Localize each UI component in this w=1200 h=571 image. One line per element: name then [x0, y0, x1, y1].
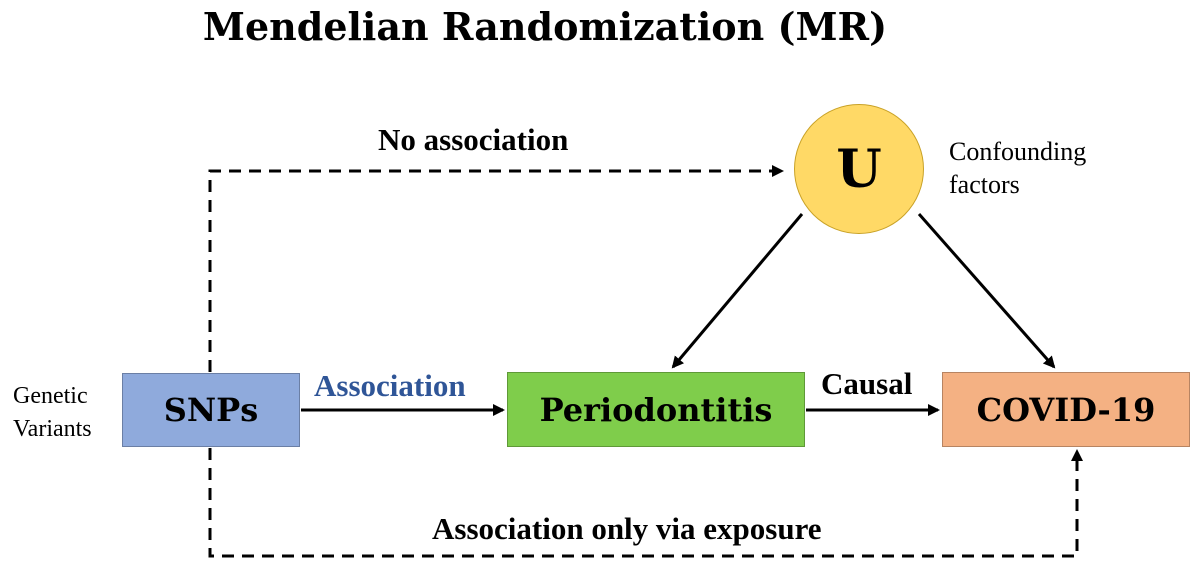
no-association-dashed-arrow	[208, 165, 784, 372]
association-label: Association	[314, 368, 466, 403]
genetic-variants-label-line1: Genetic	[13, 383, 88, 409]
confounder-to-covid-arrow	[917, 213, 1056, 369]
via-exposure-dashed-arrow	[208, 448, 1083, 558]
causal-label: Causal	[821, 366, 913, 401]
confounding-label-line1: Confounding	[949, 137, 1087, 166]
confounder-node: U	[794, 104, 924, 234]
no-association-label: No association	[378, 122, 569, 157]
covid-node: COVID-19	[942, 372, 1190, 447]
association-via-exposure-label: Association only via exposure	[432, 511, 822, 546]
diagram-title: Mendelian Randomization (MR)	[202, 4, 888, 49]
confounder-to-periodontitis-arrow	[671, 213, 804, 369]
periodontitis-node: Periodontitis	[507, 372, 805, 447]
snps-node: SNPs	[122, 373, 300, 447]
genetic-variants-label-line2: Variants	[13, 416, 92, 442]
confounding-label-line2: factors	[949, 170, 1020, 199]
